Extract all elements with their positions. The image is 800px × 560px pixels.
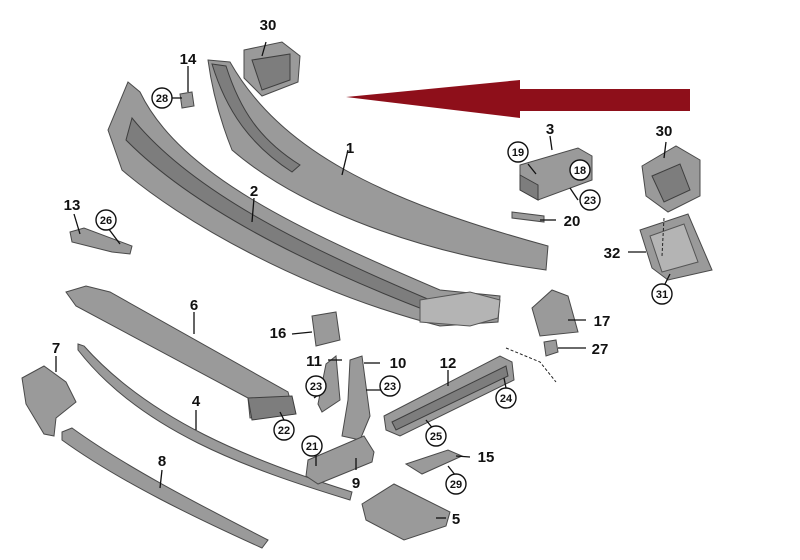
part-16-block bbox=[311, 311, 341, 347]
part-14-clip bbox=[179, 91, 195, 109]
svg-text:31: 31 bbox=[656, 289, 668, 301]
part-7-grille-bracket bbox=[21, 365, 77, 437]
part-3-bracket bbox=[519, 147, 593, 201]
part-11-stay bbox=[317, 355, 341, 413]
callout-16: 16 bbox=[270, 325, 287, 342]
dashed-guide-2 bbox=[661, 217, 665, 257]
svg-text:23: 23 bbox=[384, 381, 396, 393]
svg-text:18: 18 bbox=[574, 165, 586, 177]
callout-9: 9 bbox=[352, 475, 360, 492]
circled-callout-25: 25 bbox=[425, 425, 447, 447]
callout-30-top: 30 bbox=[260, 17, 277, 34]
part-20-strip bbox=[511, 211, 545, 223]
part-6-cross-member bbox=[65, 285, 297, 421]
callout-10: 10 bbox=[390, 355, 407, 372]
callout-13: 13 bbox=[64, 197, 81, 214]
part-9-support bbox=[305, 435, 375, 485]
part-1-bumper-carrier bbox=[207, 59, 549, 271]
part-2-absorber bbox=[107, 81, 501, 327]
circled-callout-23-mid: 23 bbox=[379, 375, 401, 397]
callout-2: 2 bbox=[250, 183, 258, 200]
callout-27: 27 bbox=[592, 341, 609, 358]
dashed-guide-1 bbox=[505, 347, 557, 383]
callout-4: 4 bbox=[192, 393, 201, 410]
callout-17: 17 bbox=[594, 313, 611, 330]
svg-text:26: 26 bbox=[100, 215, 112, 227]
circled-callout-24: 24 bbox=[495, 387, 517, 409]
part-17-bracket bbox=[531, 289, 579, 337]
part-30-bracket-top bbox=[243, 41, 301, 97]
part-12-rail bbox=[383, 355, 515, 437]
part-10-stay bbox=[341, 355, 371, 441]
circled-callout-31: 31 bbox=[651, 283, 673, 305]
circled-callout-21: 21 bbox=[301, 435, 323, 457]
direction-arrow bbox=[346, 80, 690, 118]
callout-5: 5 bbox=[452, 511, 460, 528]
part-15-plate bbox=[404, 449, 464, 475]
callout-11: 11 bbox=[306, 353, 322, 370]
circled-callout-19: 19 bbox=[507, 141, 529, 163]
svg-text:28: 28 bbox=[156, 93, 168, 105]
circled-callout-22: 22 bbox=[273, 419, 295, 441]
part-4-trim-strip bbox=[77, 343, 353, 501]
part-5-bracket-lower bbox=[361, 483, 451, 541]
callout-1: 1 bbox=[346, 140, 354, 157]
svg-text:29: 29 bbox=[450, 479, 462, 491]
callout-7: 7 bbox=[52, 340, 60, 357]
svg-text:19: 19 bbox=[512, 147, 524, 159]
callout-3: 3 bbox=[546, 121, 554, 138]
callout-20: 20 bbox=[564, 213, 581, 230]
circled-callout-18: 18 bbox=[569, 159, 591, 181]
part-32-holder bbox=[639, 213, 713, 281]
part-8-lower-strip bbox=[61, 427, 269, 549]
circled-callout-23-left: 23 bbox=[305, 375, 327, 397]
svg-text:23: 23 bbox=[310, 381, 322, 393]
circled-callout-29: 29 bbox=[445, 473, 467, 495]
part-27-fastener bbox=[543, 339, 559, 357]
circled-callout-26: 26 bbox=[95, 209, 117, 231]
callout-6: 6 bbox=[190, 297, 198, 314]
svg-text:24: 24 bbox=[500, 393, 513, 405]
circled-callout-28: 28 bbox=[151, 87, 173, 109]
svg-text:22: 22 bbox=[278, 425, 290, 437]
callout-8: 8 bbox=[158, 453, 166, 470]
callout-32: 32 bbox=[604, 245, 621, 262]
callout-30-right: 30 bbox=[656, 123, 673, 140]
callout-15: 15 bbox=[478, 449, 495, 466]
callout-12: 12 bbox=[440, 355, 457, 372]
part-30-bracket-right bbox=[641, 145, 701, 213]
callout-14: 14 bbox=[180, 51, 197, 68]
svg-text:23: 23 bbox=[584, 195, 596, 207]
svg-text:21: 21 bbox=[306, 441, 318, 453]
svg-text:25: 25 bbox=[430, 431, 442, 443]
part-13-bracket bbox=[69, 227, 133, 255]
circled-callout-23-right: 23 bbox=[579, 189, 601, 211]
